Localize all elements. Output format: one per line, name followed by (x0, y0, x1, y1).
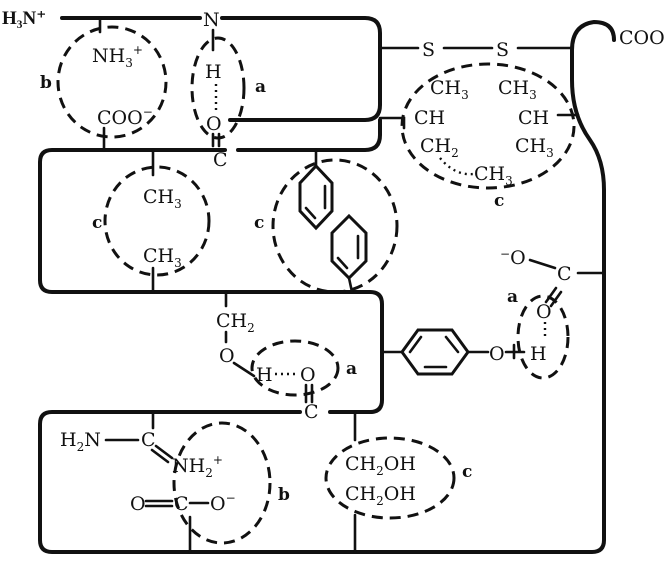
backbone-n-top: N (203, 9, 220, 31)
h2n: H2N (60, 429, 101, 454)
ser-o: O (219, 345, 235, 367)
tyr-h: H (530, 343, 547, 365)
label-b-top: b (40, 73, 52, 93)
n-terminus-label: H₃N⁺ (2, 8, 46, 29)
hydrophobic-phenyl: c (254, 148, 399, 294)
label-c-phenyl: c (254, 213, 264, 233)
polypeptide-backbone (38, 16, 616, 554)
label-c-alanine: c (92, 213, 102, 233)
hbond-h: H (205, 61, 222, 83)
ch3-left-top: CH3 (430, 77, 469, 102)
hydrophobic-aliphatic: CH3 CH CH2 CH3 CH3 CH CH3 c (400, 62, 576, 211)
backbone-c-top: C (213, 149, 228, 171)
ser-carbonyl-o: O (300, 364, 316, 386)
arg-c: C (141, 429, 156, 451)
backbone-top-strand (60, 16, 382, 152)
label-a-tyrosine: a (507, 287, 518, 307)
label-c-aliphatic: c (494, 191, 504, 211)
phenyl-ring-1 (298, 163, 334, 231)
double-bond-asp (144, 499, 174, 508)
hydrophobic-phenyl-circle (271, 158, 399, 294)
ch-right: CH (518, 107, 549, 129)
double-bond-c-o-carboxyl (544, 286, 563, 308)
asp-c: C (174, 493, 189, 515)
salt-bridge-bottom: H2N C NH2+ O C O− b (60, 410, 290, 554)
sulfur-1: S (422, 39, 435, 61)
hbond-tyrosine: O H O C −O a (380, 247, 606, 380)
label-c-hydroxymethyl: c (462, 462, 472, 482)
bond-o-h (232, 361, 256, 378)
hydroxymethyl-pair: CH2OH CH2OH c (324, 410, 472, 554)
ser-ch2: CH2 (216, 310, 255, 335)
carboxyl-o-minus: −O (500, 247, 526, 269)
ch3-bottom: CH3 (474, 163, 513, 188)
ch3-lower: CH3 (143, 245, 182, 270)
double-bond-carbonyl (304, 383, 314, 404)
hydroxymethyl-circle (324, 436, 456, 520)
label-b-bottom: b (278, 485, 290, 505)
nh2-plus: NH2+ (172, 453, 223, 480)
salt-bridge-top-circle (56, 25, 168, 139)
hbond-o: O (206, 113, 222, 135)
vdw-dots-aliphatic (439, 157, 475, 176)
disulfide-bond: S S (422, 39, 509, 61)
sulfur-2: S (496, 39, 509, 61)
hbond-serine-circle (250, 339, 340, 397)
bond-c-ominus (528, 258, 557, 270)
salt-bridge-bottom-circle (172, 421, 272, 545)
backbone-row3 (38, 20, 616, 554)
hydrophobic-alanine-circle (103, 165, 211, 277)
carboxyl-c: C (557, 263, 572, 285)
asp-o: O (130, 493, 146, 515)
double-bond-c-n (150, 444, 174, 464)
backbone-row2-right (236, 118, 382, 152)
bond-backbone-to-ch (378, 116, 406, 130)
ch2-left: CH2 (420, 135, 459, 160)
phenyl-ring-2-inner (336, 234, 360, 270)
hbond-backbone: H O a (190, 28, 266, 148)
ch2oh-upper: CH2OH (345, 453, 416, 478)
ch2oh-lower: CH2OH (345, 483, 416, 508)
hydrophobic-aliphatic-circle (400, 62, 576, 190)
hbond-serine: CH2 O H O a (216, 290, 357, 404)
salt-bridge-top: NH3+ COO− b (40, 16, 168, 152)
ch3-right-top: CH3 (498, 77, 537, 102)
ch3-upper: CH3 (143, 186, 182, 211)
coo-minus: COO− (97, 105, 153, 129)
ch3-right-bottom: CH3 (515, 135, 554, 160)
hydrophobic-alanine: CH3 CH3 c (92, 148, 211, 294)
backbone-c-mid: C (304, 401, 319, 423)
label-a-top: a (255, 77, 266, 97)
c-terminus-label: COO (619, 27, 665, 49)
label-a-serine: a (346, 359, 357, 379)
hbond-tyrosine-circle (516, 294, 570, 380)
phenyl-ring-1-inner (304, 184, 327, 220)
tyrosine-ring-inner (408, 335, 460, 369)
phenyl-ring-2 (330, 213, 368, 281)
tyr-o: O (489, 343, 505, 365)
double-bond-c-o (211, 132, 221, 148)
bond-phe2 (347, 276, 354, 294)
ch-left: CH (414, 107, 445, 129)
carboxyl-o: O (536, 301, 552, 323)
bond-o-h-tyr (504, 343, 526, 360)
asp-o-minus: O− (210, 491, 236, 515)
backbone-row2 (38, 148, 384, 414)
nh3-plus: NH3+ (92, 43, 143, 70)
ser-h: H (256, 364, 273, 386)
